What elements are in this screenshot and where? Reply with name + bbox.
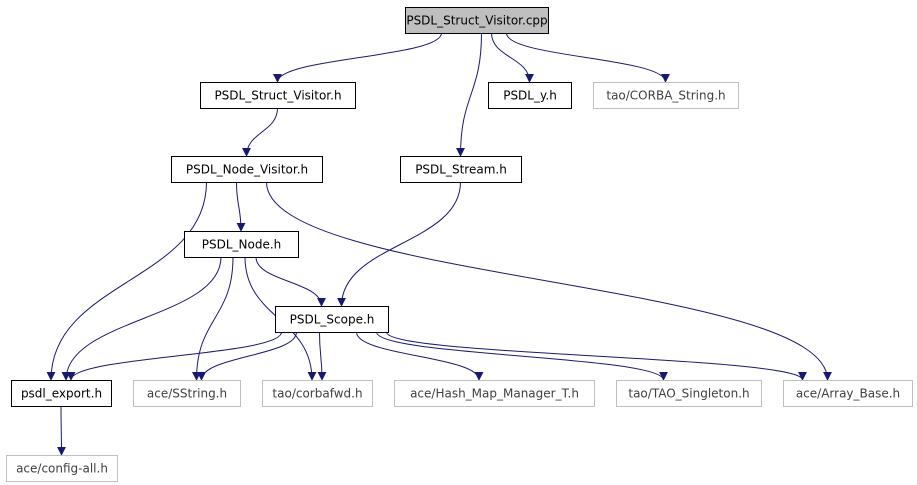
node-box <box>783 380 913 407</box>
node-hashmap: ace/Hash_Map_Manager_T.h <box>394 380 595 407</box>
edge-nv_h-to-arraybase <box>266 181 832 381</box>
edge-root-to-corba_str <box>506 32 670 83</box>
node-box <box>171 156 323 183</box>
node-configall: ace/config-all.h <box>6 455 118 482</box>
node-label: ace/SString.h <box>147 387 227 401</box>
node-stream_h[interactable]: PSDL_Stream.h <box>400 156 522 183</box>
node-box <box>394 380 595 407</box>
edge-scope_h-to-sstring <box>197 331 297 381</box>
edge-scope_h-to-corbafwd <box>317 331 327 381</box>
node-label: ace/config-all.h <box>16 462 108 476</box>
node-corbafwd: tao/corbafwd.h <box>262 380 373 407</box>
edge-stream_h-to-scope_h <box>337 181 461 307</box>
node-label: PSDL_Scope.h <box>290 313 375 327</box>
node-root[interactable]: PSDL_Struct_Visitor.cpp <box>405 7 549 34</box>
node-box <box>6 455 118 482</box>
node-node_h[interactable]: PSDL_Node.h <box>184 231 299 258</box>
node-export_h[interactable]: psdl_export.h <box>11 380 112 407</box>
node-label: tao/TAO_Singleton.h <box>628 387 749 401</box>
edge-nv_h-to-export_h <box>46 181 207 381</box>
node-y_h[interactable]: PSDL_y.h <box>488 82 572 109</box>
node-label: tao/CORBA_String.h <box>606 89 725 103</box>
node-box <box>184 231 299 258</box>
node-label: psdl_export.h <box>21 387 102 401</box>
edge-scope_h-to-hashmap <box>356 331 484 381</box>
node-scope_h[interactable]: PSDL_Scope.h <box>275 306 389 333</box>
node-label: ace/Array_Base.h <box>796 387 900 401</box>
node-singleton: tao/TAO_Singleton.h <box>616 380 762 407</box>
edge-root-to-stream_h <box>456 32 482 157</box>
node-label: tao/corbafwd.h <box>272 387 362 401</box>
node-label: PSDL_Stream.h <box>415 163 507 177</box>
node-box <box>275 306 389 333</box>
edge-scope_h-to-arraybase <box>386 331 807 381</box>
node-sv_h[interactable]: PSDL_Struct_Visitor.h <box>200 82 356 109</box>
node-label: PSDL_Node_Visitor.h <box>186 163 308 177</box>
edge-node_h-to-sstring <box>192 256 234 381</box>
node-box <box>262 380 373 407</box>
node-arraybase: ace/Array_Base.h <box>783 380 913 407</box>
node-box <box>400 156 522 183</box>
edge-node_h-to-scope_h <box>255 256 326 307</box>
edge-export_h-to-configall <box>56 405 66 456</box>
edge-node_h-to-export_h <box>61 256 222 381</box>
edge-root-to-y_h <box>491 32 534 83</box>
node-box <box>200 82 356 109</box>
node-box <box>593 82 739 109</box>
edge-scope_h-to-singleton <box>376 331 668 381</box>
edge-scope_h-to-export_h <box>66 331 282 381</box>
node-nv_h[interactable]: PSDL_Node_Visitor.h <box>171 156 323 183</box>
node-box <box>11 380 112 407</box>
nodes-layer: PSDL_Struct_Visitor.cppPSDL_Struct_Visit… <box>6 7 913 482</box>
node-label: PSDL_Struct_Visitor.cpp <box>406 14 547 28</box>
node-box <box>616 380 762 407</box>
node-label: PSDL_Node.h <box>202 238 282 252</box>
node-label: PSDL_Struct_Visitor.h <box>214 89 341 103</box>
edge-nv_h-to-node_h <box>236 181 246 232</box>
edge-root-to-sv_h <box>273 32 442 83</box>
node-corba_str: tao/CORBA_String.h <box>593 82 739 109</box>
node-box <box>405 7 549 34</box>
edge-sv_h-to-nv_h <box>242 107 278 157</box>
node-box <box>133 380 241 407</box>
node-label: PSDL_y.h <box>503 89 557 103</box>
node-label: ace/Hash_Map_Manager_T.h <box>410 387 579 401</box>
node-box <box>488 82 572 109</box>
node-sstring: ace/SString.h <box>133 380 241 407</box>
